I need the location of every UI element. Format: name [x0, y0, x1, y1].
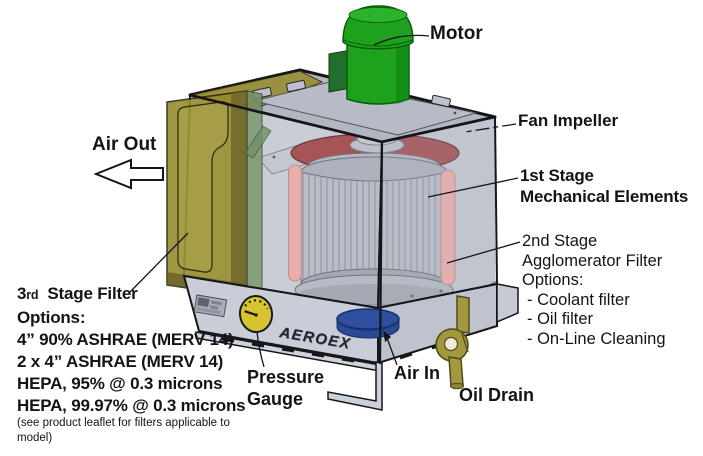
drain-outlet	[450, 382, 464, 390]
third-stage-option: HEPA, 95% @ 0.3 microns	[17, 373, 223, 393]
gauge-pivot	[254, 313, 258, 317]
inlet-ring-band	[336, 318, 400, 339]
chamber-divider	[246, 90, 263, 300]
third-stage-option: 2 x 4” ASHRAE (MERV 14)	[17, 351, 224, 371]
air-out-arrow-icon	[93, 158, 164, 190]
drain-loop-hole	[443, 336, 459, 352]
third-stage-line1: 3rd Stage Filter	[17, 283, 245, 307]
second-stage-line3: Options:	[522, 271, 584, 289]
base-bolt-hole	[439, 289, 443, 293]
motor-cap-top	[348, 7, 408, 23]
motor-cap-seam	[342, 39, 414, 47]
agglomerator-strip-right	[440, 169, 456, 286]
screw-dot	[272, 155, 276, 159]
divider-brace	[244, 125, 272, 159]
gauge-needle	[244, 310, 257, 317]
pressure-gauge-leader	[256, 331, 265, 368]
first-stage-label: 1st Stage Mechanical Elements	[520, 165, 688, 207]
filter-pleats	[301, 172, 447, 293]
fan-impeller-label: Fan Impeller	[518, 111, 619, 130]
motor-leader	[373, 34, 430, 46]
motor-body-shade	[396, 38, 409, 104]
inlet-ring-top	[336, 308, 400, 330]
filter-panel-outline	[177, 101, 229, 273]
motor-label: Motor	[430, 23, 483, 44]
case-front-faces	[166, 90, 499, 310]
first-stage-line1: 1st Stage	[520, 166, 594, 185]
pressure-gauge-label: Pressure Gauge	[247, 366, 324, 410]
drain-pipe-upper	[456, 295, 470, 334]
base-foot-bracket	[327, 361, 383, 411]
filter-chamber-interior	[262, 113, 495, 350]
first-stage-line2: Mechanical Elements	[520, 187, 689, 206]
leader-lines	[129, 34, 521, 368]
base-bolt-hole	[410, 294, 414, 298]
second-stage-line2: Agglomerator Filter	[522, 251, 663, 270]
agglomerator-strip-left	[288, 164, 302, 282]
third-stage-title: Stage Filter	[38, 284, 138, 303]
third-stage-option: HEPA, 99.97% @ 0.3 microns	[17, 395, 246, 415]
third-stage-line2: Options:	[17, 307, 86, 327]
air-out-label: Air Out	[92, 134, 157, 155]
case-front-corner-edge	[378, 141, 384, 365]
pressure-gauge	[238, 295, 274, 333]
drain-pipe-lower	[448, 356, 464, 387]
screw-dot	[453, 111, 457, 115]
air-inlet	[336, 308, 400, 339]
base-pan	[182, 274, 519, 411]
base-right-tab	[496, 283, 519, 324]
fan-impeller-leader	[464, 123, 517, 133]
third-stage-note: model)	[17, 431, 53, 444]
second-stage-leader	[446, 241, 521, 264]
second-stage-bullet: - Coolant filter	[527, 290, 630, 309]
spec-sticker	[193, 294, 228, 318]
latch-icon	[286, 79, 306, 93]
pressure-line1: Pressure	[247, 367, 325, 387]
oil-drain-pipe	[435, 295, 470, 390]
second-stage-bullet: - On-Line Cleaning	[527, 329, 666, 348]
second-stage-line1: 2nd Stage	[522, 232, 598, 250]
air-in-arrowhead-icon	[383, 330, 391, 342]
filter-panel-edge-shade	[231, 91, 247, 297]
pressure-line2: Gauge	[247, 389, 304, 409]
oil-drain-label: Oil Drain	[459, 385, 535, 405]
second-stage-label: 2nd Stage Agglomerator Filter Options: -…	[522, 232, 666, 349]
glass-face-right	[376, 115, 499, 310]
air-in-label: Air In	[394, 363, 441, 383]
third-stage-ordinal: rd	[26, 288, 39, 302]
third-stage-leader	[129, 232, 189, 293]
third-stage-number: 3	[17, 284, 27, 303]
third-stage-option: 4” 90% ASHRAE (MERV 14)	[17, 329, 234, 349]
third-stage-note: (see product leaflet for filters applica…	[17, 417, 230, 430]
drain-seam	[461, 333, 469, 353]
first-stage-leader	[427, 177, 519, 198]
motor-assembly	[328, 5, 414, 105]
air-in-leader	[386, 337, 398, 366]
third-stage-label: 3rd Stage Filter Options: 4” 90% ASHRAE …	[17, 283, 246, 445]
latch-icon	[431, 94, 451, 108]
second-stage-bullet: - Oil filter	[527, 310, 593, 328]
case-top-face	[188, 68, 497, 144]
